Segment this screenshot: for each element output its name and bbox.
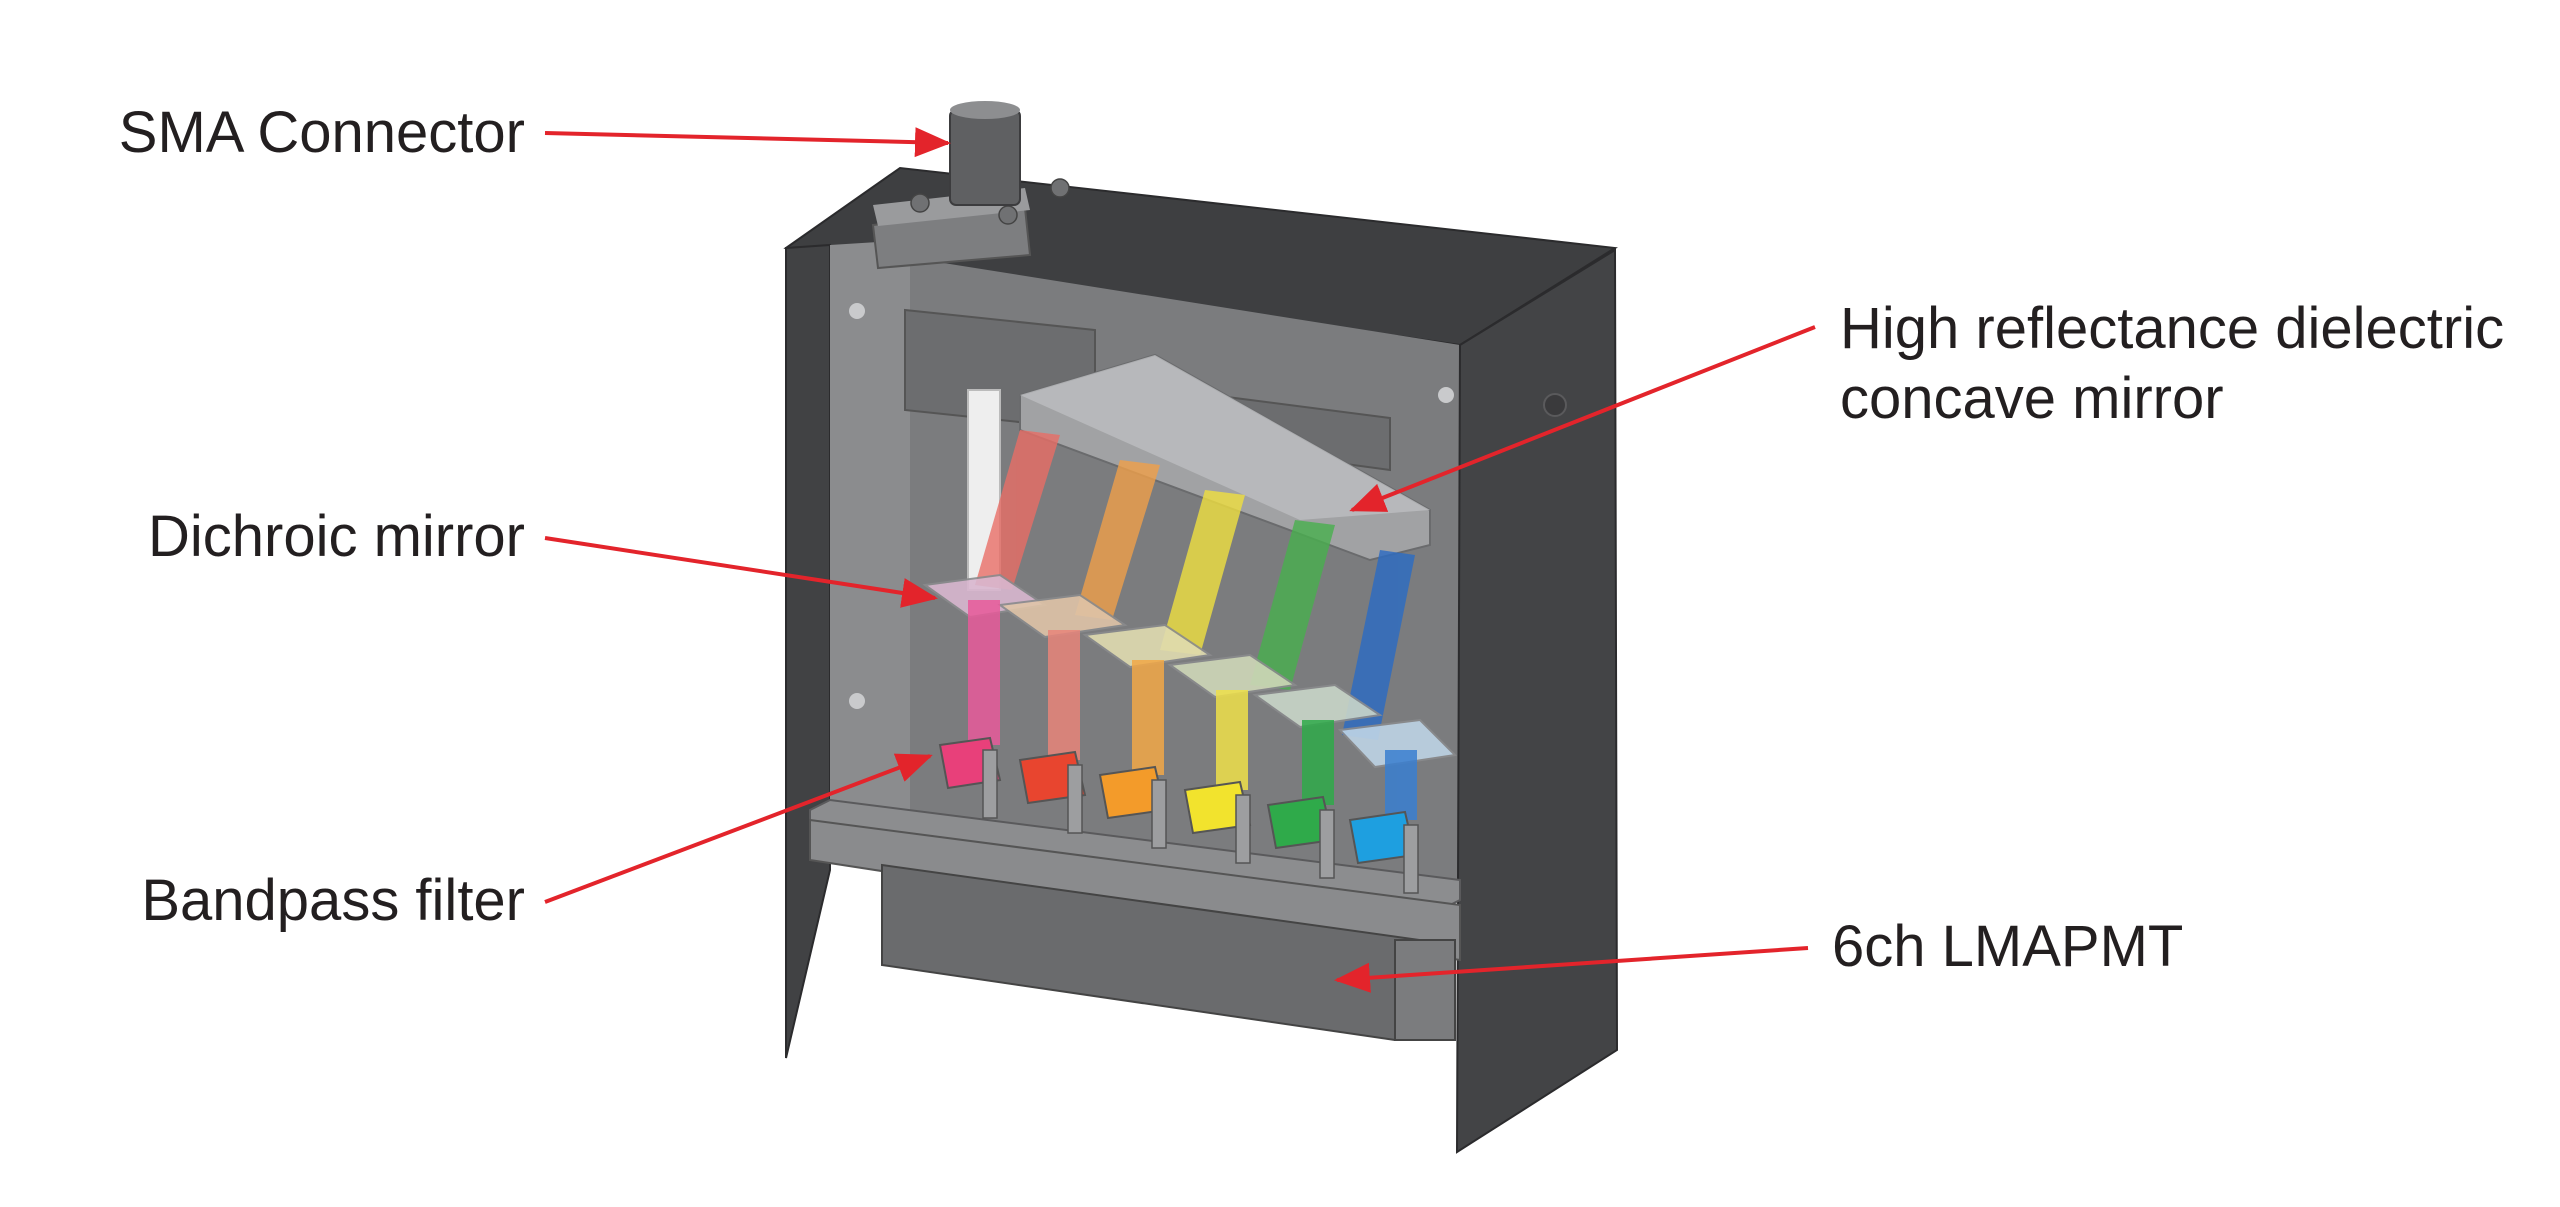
beam-yellow-lower xyxy=(1216,690,1248,790)
beam-blue-upper xyxy=(1342,550,1415,740)
arrow-sma-connector xyxy=(544,127,951,158)
arrow-lmapmt xyxy=(1334,946,1809,993)
arrow-bandpass-filter xyxy=(544,753,933,904)
connector-top xyxy=(950,101,1020,119)
dichroic-mirror-5 xyxy=(1252,683,1383,729)
housing-left-wall xyxy=(785,243,831,1059)
annotation-arrows xyxy=(544,127,1816,993)
detector-assembly xyxy=(809,818,1461,1041)
arrow-concave-mirror xyxy=(1349,325,1816,512)
filter-divider xyxy=(1151,779,1167,849)
beam-blue-lower xyxy=(1385,750,1417,820)
filter-divider xyxy=(1235,794,1251,864)
label-lmapmt: 6ch LMAPMT xyxy=(1832,914,2183,979)
beam-yellow-upper xyxy=(1160,490,1245,655)
beam-magenta-lower xyxy=(968,600,1000,745)
screw-hole xyxy=(849,303,865,319)
beam-green-upper xyxy=(1250,520,1335,690)
beam-red-lower xyxy=(1048,630,1080,760)
label-concave-mirror-line1: High reflectance dielectric xyxy=(1840,296,2504,361)
label-sma-connector: SMA Connector xyxy=(119,100,525,165)
arrow-dichroic-mirror xyxy=(544,536,938,608)
dichroic-mirror-array xyxy=(922,573,1458,769)
concave-mirror-face xyxy=(1020,355,1430,520)
sma-connector xyxy=(871,101,1070,270)
screw-head xyxy=(1543,393,1567,417)
beam-orange-lower xyxy=(1132,660,1164,775)
dichroic-mirror-2 xyxy=(997,593,1128,639)
connector-screw xyxy=(998,205,1018,225)
filter-divider xyxy=(982,749,998,819)
beam-orange-upper xyxy=(1075,460,1160,620)
bandpass-filter-array xyxy=(938,736,1419,894)
dichroic-mirror-4 xyxy=(1167,653,1298,699)
connector-screw xyxy=(1050,178,1070,198)
dichroic-mirror-3 xyxy=(1082,623,1213,669)
label-dichroic-mirror: Dichroic mirror xyxy=(148,504,525,569)
screw-hole xyxy=(1438,387,1454,403)
filter-divider xyxy=(1403,824,1419,894)
label-bandpass-filter: Bandpass filter xyxy=(141,868,525,933)
dichroic-mirror-6 xyxy=(1337,718,1458,769)
beam-green-lower xyxy=(1302,720,1334,805)
beam-red-upper xyxy=(975,430,1060,590)
lmapmt-side xyxy=(1394,939,1456,1041)
housing-right-wall xyxy=(1455,248,1619,1154)
reflected-beams xyxy=(975,430,1415,740)
filter-divider xyxy=(1067,764,1083,834)
label-concave-mirror-line2: concave mirror xyxy=(1840,366,2224,431)
screw-hole xyxy=(849,693,865,709)
filter-divider xyxy=(1319,809,1335,879)
housing-left-inner xyxy=(830,240,910,850)
transmitted-beams xyxy=(968,600,1417,820)
connector-screw xyxy=(910,193,930,213)
connector-barrel xyxy=(949,109,1021,206)
